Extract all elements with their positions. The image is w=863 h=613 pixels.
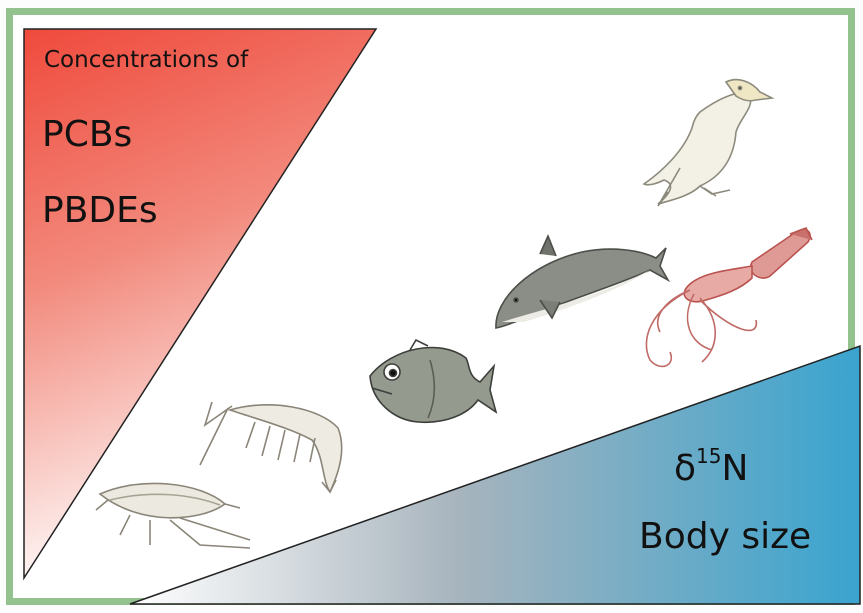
isotope-element: N (721, 448, 748, 489)
krill-icon (200, 402, 342, 492)
nitrogen-isotope-label: δ15N (674, 448, 748, 489)
trophic-wedge (130, 346, 860, 604)
gannet-icon (644, 80, 772, 206)
copepod-icon (96, 483, 250, 548)
fish-icon (370, 340, 496, 422)
concentrations-label: Concentrations of (44, 47, 248, 73)
dolphin-icon (496, 236, 668, 328)
delta-symbol: δ (674, 448, 696, 489)
squid-icon (646, 228, 812, 366)
isotope-mass: 15 (696, 444, 721, 468)
pcbs-label: PCBs (42, 114, 132, 155)
pbdes-label: PBDEs (42, 190, 158, 231)
body-size-label: Body size (639, 516, 811, 557)
